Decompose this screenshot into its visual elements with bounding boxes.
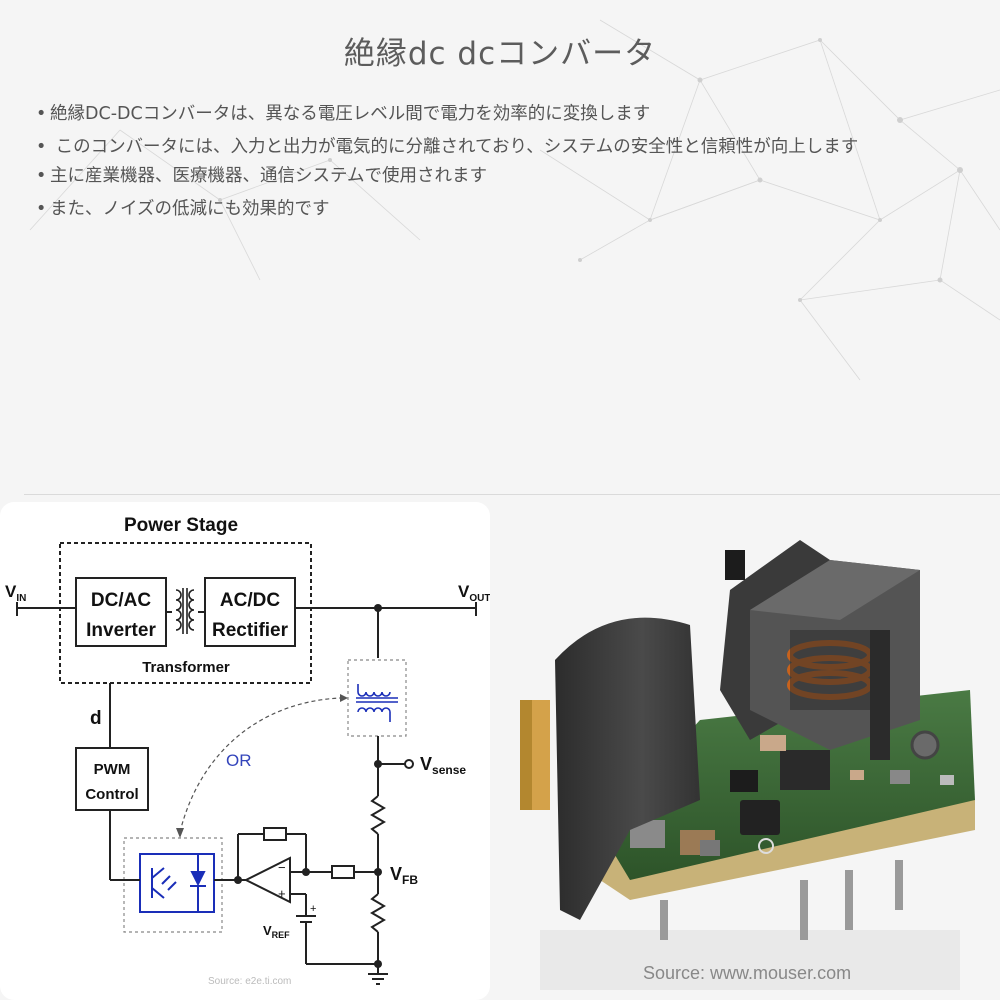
bullet-dot: • (36, 199, 47, 219)
feedback-resistor (263, 827, 287, 841)
led-diode-icon (190, 854, 206, 912)
bullet-dot: • (36, 166, 47, 186)
diagram-source: Source: e2e.ti.com (208, 976, 291, 987)
transformer-symbol (175, 588, 195, 634)
vsense-label: Vsense (420, 754, 466, 777)
isolated-converter-block-diagram: Power Stage VIN DC/AC Inverter AC/DC Rec… (5, 515, 490, 987)
dcac-inverter-block (75, 577, 167, 647)
smd-components (630, 730, 954, 856)
dcac-label-line2: Inverter (86, 620, 156, 641)
pwm-control-block (75, 747, 149, 811)
upper-resistor (370, 795, 386, 835)
ground-icon (368, 964, 388, 985)
pwm-label-line2: Control (85, 786, 138, 803)
lower-resistor (370, 893, 386, 933)
bullet-item: •絶縁DC-DCコンバータは、異なる電圧レベル間で電力を効率的に変換します (36, 100, 1000, 128)
transformer-label: Transformer (142, 659, 230, 676)
photo-source: Source: www.mouser.com (643, 963, 851, 983)
acdc-label-line1: AC/DC (220, 590, 280, 611)
module-shell (555, 617, 700, 920)
dcdc-module-photo: Source: www.mouser.com (520, 540, 975, 990)
bullet-item: •また、ノイズの低減にも効果的です (36, 195, 1000, 223)
phototransistor-icon (151, 867, 177, 899)
or-arrow (179, 697, 341, 833)
vfb-label: VFB (390, 864, 418, 887)
d-label: d (90, 708, 102, 729)
background-network-graphic (29, 19, 1000, 381)
input-resistor (331, 865, 355, 879)
feedback-transformer-icon (356, 684, 398, 722)
vref-plus: + (310, 903, 316, 915)
acdc-rectifier-block (204, 577, 296, 647)
dcac-label-line1: DC/AC (91, 590, 151, 611)
opamp-plus: + (278, 886, 286, 901)
vout-label: VOUT (458, 582, 490, 604)
vin-label: VIN (5, 582, 26, 604)
or-arrowhead-bottom (176, 828, 184, 838)
bullet-text: 主に産業機器、医療機器、通信システムで使用されます (50, 166, 487, 186)
optocoupler-body (139, 853, 215, 913)
bullet-text: このコンバータには、入力と出力が電気的に分離されており、システムの安全性と信頼性… (50, 137, 859, 157)
bullet-item: •主に産業機器、医療機器、通信システムで使用されます (36, 162, 1000, 190)
pwm-label-line1: PWM (94, 761, 131, 778)
circuit-diagram-card: Power Stage VIN DC/AC Inverter AC/DC Rec… (0, 502, 490, 1000)
or-label: OR (226, 751, 252, 770)
bullet-text: 絶縁DC-DCコンバータは、異なる電圧レベル間で電力を効率的に変換します (50, 104, 651, 124)
or-arrowhead-top (340, 694, 348, 702)
bullet-text: また、ノイズの低減にも効果的です (50, 199, 330, 219)
bullet-dot: • (36, 137, 47, 157)
optocoupler-option-box (123, 837, 223, 933)
vsense-terminal (404, 759, 414, 769)
vref-label: VREF (263, 923, 290, 940)
section-divider (24, 494, 1000, 495)
error-amplifier-opamp (243, 856, 291, 904)
bullet-item: • このコンバータには、入力と出力が電気的に分離されており、システムの安全性と信… (36, 133, 1000, 161)
bullet-list: •絶縁DC-DCコンバータは、異なる電圧レベル間で電力を効率的に変換します • … (36, 100, 1000, 228)
vref-battery-icon (296, 915, 316, 964)
power-stage-label: Power Stage (124, 515, 238, 536)
transformer-component (720, 540, 920, 760)
module-pins (660, 860, 903, 940)
opamp-minus: − (278, 860, 286, 875)
bullet-dot: • (36, 104, 47, 124)
page-title: 絶縁dc dcコンバータ (343, 36, 657, 72)
acdc-label-line2: Rectifier (212, 620, 289, 641)
